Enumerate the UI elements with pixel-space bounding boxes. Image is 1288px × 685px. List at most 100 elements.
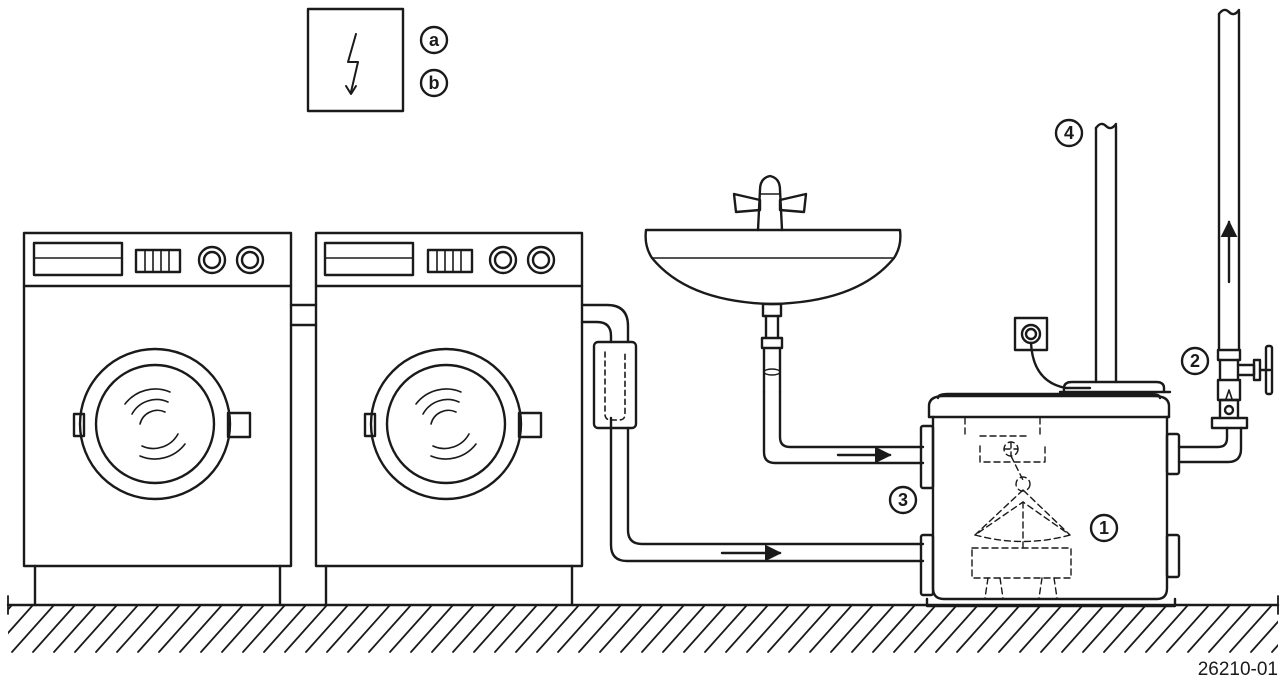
- floor-hatch-line: [1271, 643, 1278, 653]
- floor-hatch-line: [389, 605, 433, 653]
- shutoff-valve: [1218, 344, 1274, 396]
- electrical-control-box: a b: [306, 7, 449, 113]
- floor-hatch-line: [431, 605, 475, 653]
- floor-hatch-line: [998, 605, 1042, 653]
- floor-hatch-line: [137, 605, 181, 653]
- floor-hatch-line: [1145, 605, 1189, 653]
- floor-hatch-line: [179, 605, 223, 653]
- floor-hatch-line: [95, 605, 139, 653]
- floor-hatch-line: [74, 605, 118, 653]
- floor-hatch-line: [347, 605, 391, 653]
- sink-trap: [760, 302, 784, 394]
- door-porthole: [363, 347, 543, 501]
- floor-hatch-line: [1250, 620, 1278, 653]
- floor-hatch-line: [746, 605, 790, 653]
- floor: [6, 595, 1280, 653]
- floor-hatch-line: [851, 605, 895, 653]
- floor-hatch-line: [368, 605, 412, 653]
- washer-drain-pipe: [580, 303, 925, 563]
- floor-hatch-line: [32, 605, 76, 653]
- floor-hatch-line: [935, 605, 979, 653]
- floor-hatch-line: [1082, 605, 1126, 653]
- floor-hatch-line: [767, 605, 811, 653]
- knob: [235, 245, 265, 275]
- floor-hatch-line: [305, 605, 349, 653]
- knob: [526, 245, 556, 275]
- callout-4: 4: [1054, 118, 1084, 148]
- machine-connector: [289, 303, 318, 327]
- knob: [488, 245, 518, 275]
- power-cable: [1029, 341, 1092, 390]
- floor-hatch-line: [557, 605, 601, 653]
- floor-hatch-line: [788, 605, 832, 653]
- floor-hatch-line: [872, 605, 916, 653]
- floor-hatch-line: [662, 605, 706, 653]
- floor-hatch-line: [1103, 605, 1147, 653]
- door-porthole: [72, 347, 252, 501]
- washing-machine-left: [22, 231, 293, 607]
- sink-drain-pipe: [762, 390, 925, 465]
- floor-hatch-line: [1061, 605, 1105, 653]
- power-outlet-icon: [1013, 316, 1092, 390]
- floor-hatch-line: [410, 605, 454, 653]
- floor-hatch-line: [1229, 605, 1273, 653]
- floor-hatch-line: [914, 605, 958, 653]
- svg-text:b: b: [429, 73, 440, 93]
- pressure-pipe: [1177, 8, 1274, 464]
- knob: [197, 245, 227, 275]
- floor-hatch-line: [620, 605, 664, 653]
- floor-hatch-line: [599, 605, 643, 653]
- floor-hatch-line: [1208, 605, 1252, 653]
- floor-hatch-line: [956, 605, 1000, 653]
- floor-hatch-line: [830, 605, 874, 653]
- floor-hatch-line: [326, 605, 370, 653]
- floor-hatch-line: [578, 605, 622, 653]
- floor-hatch-line: [1166, 605, 1210, 653]
- floor-hatch-line: [683, 605, 727, 653]
- floor-hatch-line: [8, 605, 34, 635]
- figure-id: 26210-01: [1198, 659, 1278, 680]
- pump-internals: [964, 417, 1072, 599]
- floor-hatch-line: [977, 605, 1021, 653]
- svg-text:1: 1: [1099, 518, 1109, 538]
- floor-hatch-line: [1019, 605, 1063, 653]
- floor-hatch-line: [809, 605, 853, 653]
- floor-hatch-line: [1187, 605, 1231, 653]
- floor-hatch-line: [494, 605, 538, 653]
- svg-text:3: 3: [898, 490, 908, 510]
- floor-hatch-line: [8, 605, 13, 611]
- floor-hatch-line: [53, 605, 97, 653]
- floor-hatch-line: [116, 605, 160, 653]
- floor-hatch-line: [473, 605, 517, 653]
- lifting-station-tank: [919, 380, 1181, 608]
- floor-hatch-line: [1040, 605, 1084, 653]
- control-panel-grill: [426, 248, 474, 274]
- svg-text:a: a: [429, 30, 440, 50]
- floor-hatch-line: [893, 605, 937, 653]
- lightning-bolt-icon: [345, 33, 359, 95]
- floor-hatch-line: [704, 605, 748, 653]
- washing-machine-right: [314, 231, 584, 607]
- callout-b: b: [419, 68, 449, 98]
- vent-pipe: [1094, 122, 1118, 384]
- floor-hatch-line: [221, 605, 265, 653]
- control-panel-grill: [134, 248, 182, 274]
- callout-3: 3: [888, 485, 918, 515]
- floor-hatch-line: [536, 605, 580, 653]
- floor-hatch-line: [200, 605, 244, 653]
- floor-hatch-line: [725, 605, 769, 653]
- floor-hatch-line: [452, 605, 496, 653]
- callout-a: a: [419, 25, 449, 55]
- svg-text:2: 2: [1190, 351, 1200, 371]
- callout-1: 1: [1089, 513, 1119, 543]
- floor-hatch-line: [641, 605, 685, 653]
- floor-hatch-line: [158, 605, 202, 653]
- floor-hatch-line: [263, 605, 307, 653]
- floor-hatch-line: [1124, 605, 1168, 653]
- callout-2: 2: [1180, 346, 1210, 376]
- floor-hatch-line: [284, 605, 328, 653]
- floor-hatch-line: [242, 605, 286, 653]
- faucet: [732, 174, 808, 232]
- floor-hatch-line: [515, 605, 559, 653]
